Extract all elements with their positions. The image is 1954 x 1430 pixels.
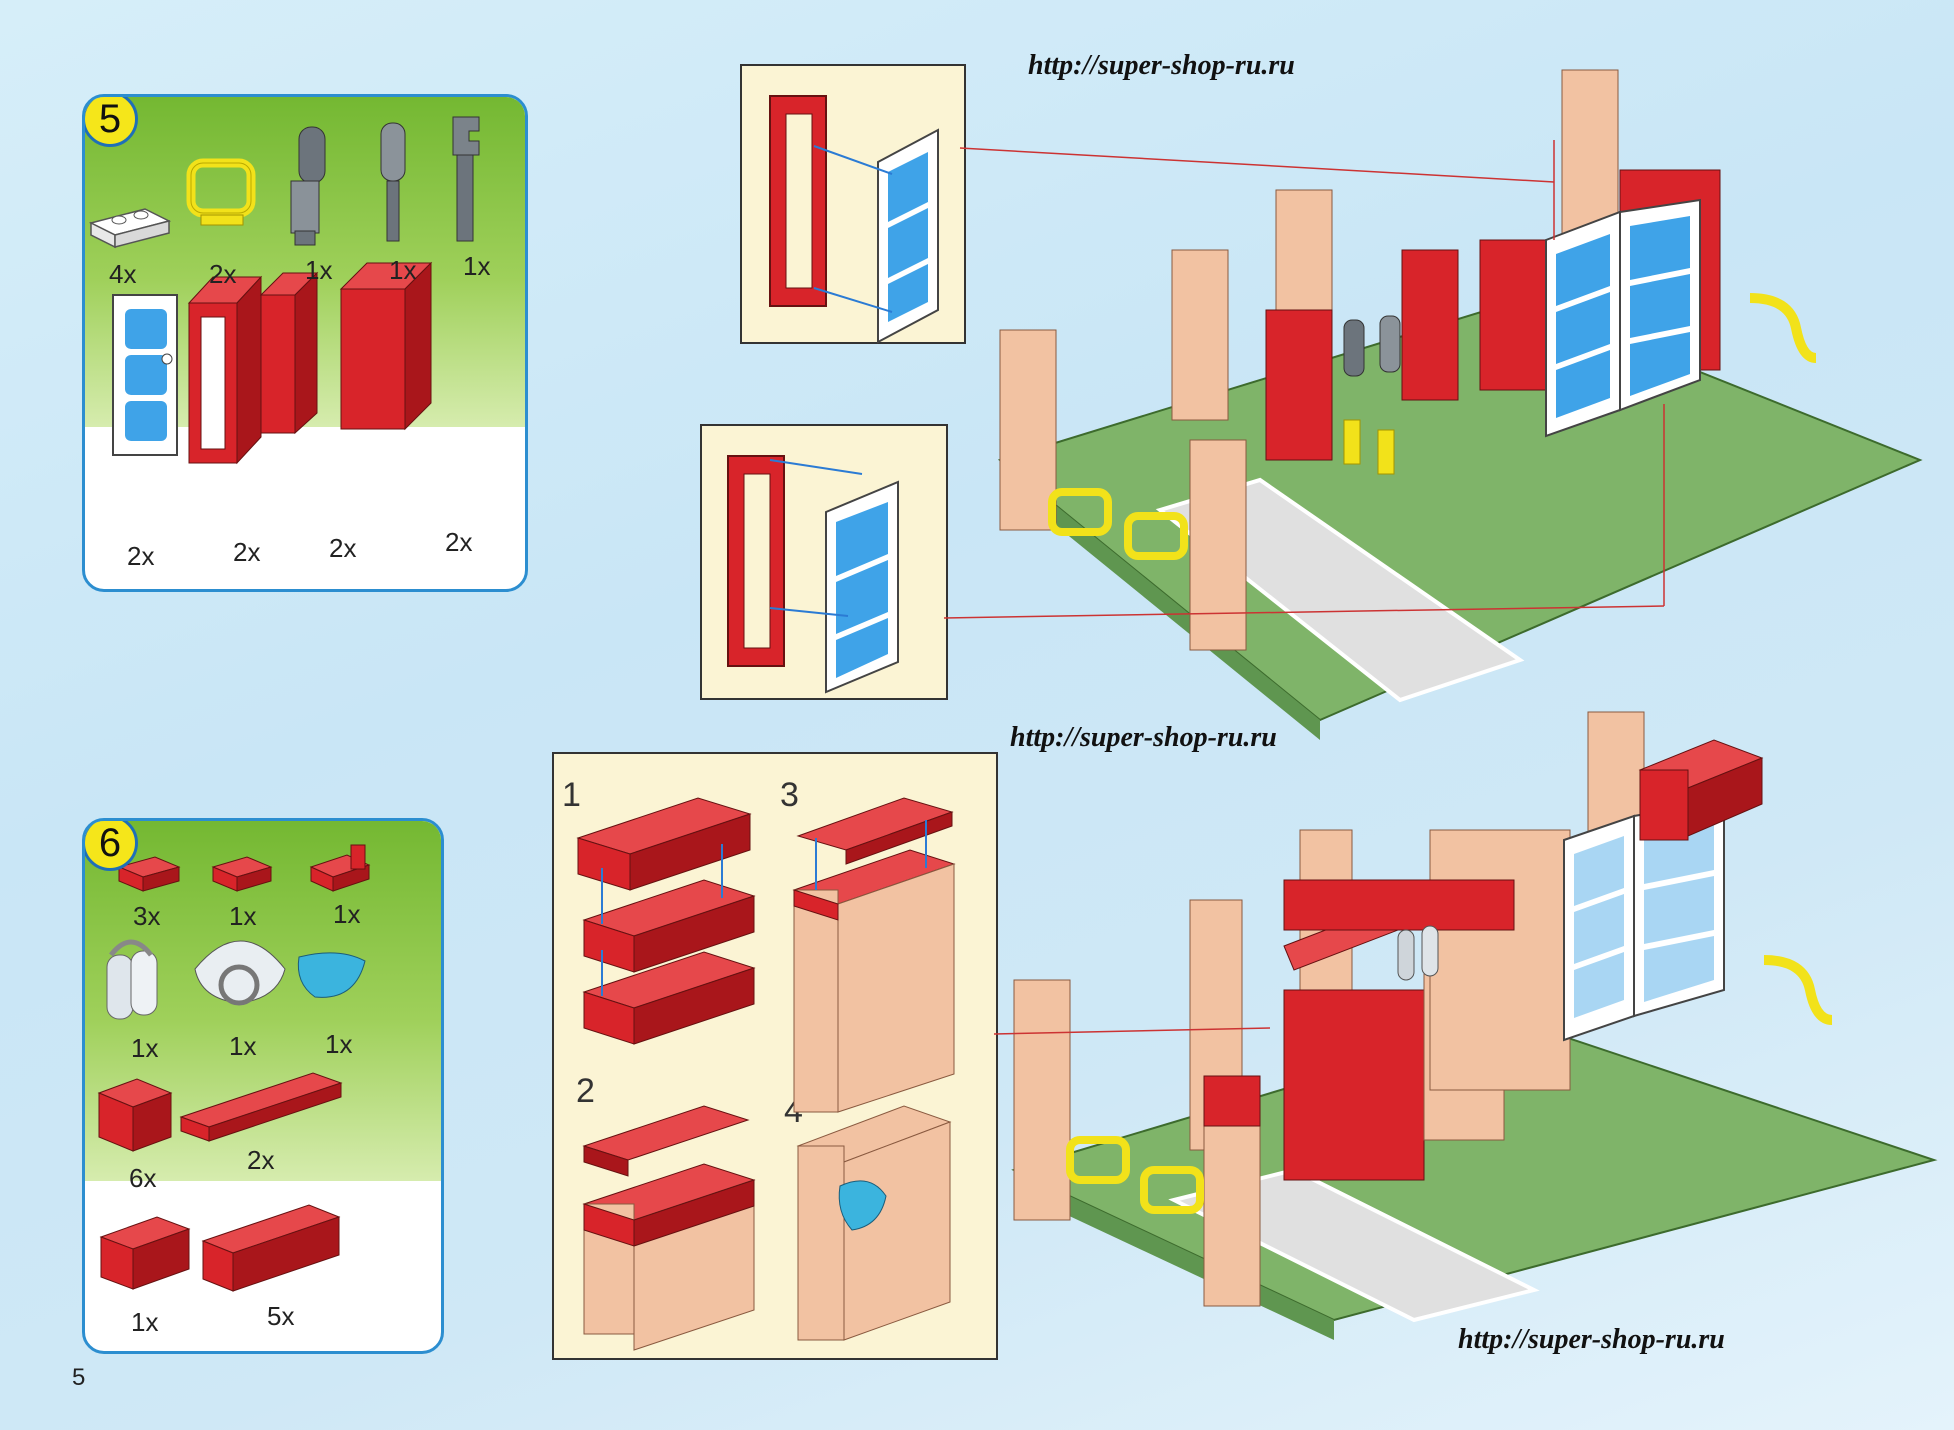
door-assembly-callout-bottom [700,424,948,700]
part-qty: 1x [305,255,333,285]
red-brick-1x6-icon [201,1204,341,1292]
saw-blade-icon [380,122,406,242]
part-qty: 1x [131,1033,159,1063]
part-qty: 1x [389,255,417,285]
step5-parts-panel: 5 4x 2x 1x 1x 1x 2x 2x 2x 2x [82,94,528,592]
breathing-mask-icon [194,940,286,1006]
red-plate-handle-icon [309,844,371,892]
yellow-rail-icon [186,158,256,226]
part-qty: 1x [131,1307,159,1337]
step6-building-illustration [993,711,1938,1340]
step5-building-illustration [943,69,1923,740]
red-brick-small-icon [259,271,319,435]
red-brick-2x2-icon [97,1078,173,1152]
white-plate-icon [88,208,172,249]
part-qty: 5x [267,1301,295,1331]
step6-parts-art [97,844,371,1292]
part-qty: 1x [463,251,491,281]
page-number: 5 [72,1364,86,1391]
wall-assembly-art [576,797,956,1351]
part-qty: 1x [325,1029,353,1059]
part-qty: 4x [109,259,137,289]
substep-number: 3 [780,776,799,814]
wrench-icon [452,116,480,242]
part-qty: 2x [445,527,473,557]
step5-number-badge: 5 [85,97,138,147]
red-plate-1x8-icon [179,1072,343,1142]
red-plate-icon [117,856,181,892]
chainsaw-icon [290,126,326,246]
part-qty: 2x [209,259,237,289]
blue-visor-icon [297,952,366,998]
red-plate-clip-icon [211,856,273,892]
part-qty: 2x [329,533,357,563]
part-qty: 2x [127,541,155,571]
substep-number: 2 [576,1072,595,1110]
red-brick-large-icon [339,261,433,431]
step6-parts-panel: 6 3x 1x 1x 1x 1x 1x 6x 2x 1x 5x [82,818,444,1354]
part-qty: 1x [229,1031,257,1061]
step5-parts-art [88,116,480,465]
watermark-url-bottom: http://super-shop-ru.ru [1458,1324,1725,1355]
wall-assembly-callout: 1 2 3 4 [552,752,998,1360]
part-qty: 6x [129,1163,157,1193]
door-assembly-art [769,95,939,344]
part-qty: 3x [133,901,161,931]
part-qty: 2x [247,1145,275,1175]
part-qty: 1x [333,899,361,929]
part-qty: 2x [233,537,261,567]
watermark-url-middle: http://super-shop-ru.ru [1010,722,1277,753]
step6-number-badge: 6 [85,821,138,871]
part-qty: 1x [229,901,257,931]
door-assembly-callout-top [740,64,966,344]
red-brick-1x4-icon [99,1216,191,1290]
white-door-icon [112,294,178,456]
door-assembly-art [727,455,899,694]
substep-number: 1 [562,776,581,814]
red-door-frame-icon [187,275,263,465]
watermark-url-top: http://super-shop-ru.ru [1028,50,1295,81]
air-tanks-icon [106,939,158,1020]
